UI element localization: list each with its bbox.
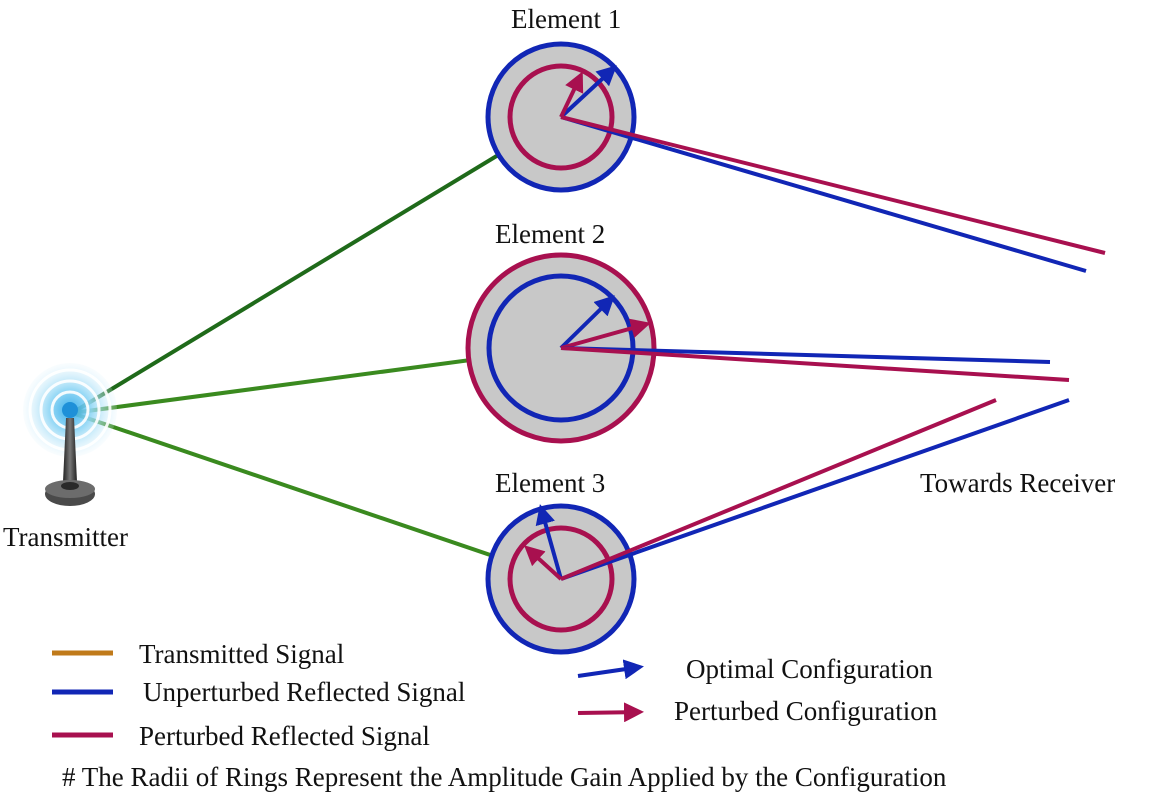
transmitter-label: Transmitter <box>3 522 128 552</box>
configuration-legend: Optimal Configuration Perturbed Configur… <box>577 654 938 726</box>
legend-perturbed-config-label: Perturbed Configuration <box>674 696 938 726</box>
element-1: Element 1 <box>485 4 1106 273</box>
element-2-unperturbed-reflection <box>560 346 1051 364</box>
element-3-perturbed-arrow <box>524 545 563 581</box>
tx-to-element-3 <box>71 411 562 581</box>
tx-to-element-1 <box>70 115 563 415</box>
footnote: # The Radii of Rings Represent the Ampli… <box>62 762 947 792</box>
element-2: Element 2 <box>465 219 1070 444</box>
element-2-perturbed-arrow <box>560 318 651 350</box>
element-3-optimal-arrow <box>535 504 563 580</box>
element-1-perturbed-arrow <box>559 71 584 118</box>
element-3-unperturbed-reflection <box>560 398 1070 581</box>
element-2-optimal-arrow <box>559 295 615 350</box>
element-2-perturbed-reflection <box>560 346 1070 382</box>
signal-legend: Transmitted Signal Unperturbed Reflected… <box>52 639 465 751</box>
antenna-tower-icon <box>23 363 117 506</box>
element-3-perturbed-reflection <box>560 398 997 581</box>
element-1-perturbed-reflection <box>560 115 1106 255</box>
element-1-optimal-arrow <box>559 65 617 119</box>
legend-unperturbed-label: Unperturbed Reflected Signal <box>143 677 465 707</box>
element-1-label: Element 1 <box>511 4 621 34</box>
element-3-label: Element 3 <box>495 468 605 498</box>
element-3-inner-ring <box>507 525 615 633</box>
receiver-label: Towards Receiver <box>920 468 1115 498</box>
legend-optimal-label: Optimal Configuration <box>686 654 933 684</box>
element-1-unperturbed-reflection <box>560 115 1087 273</box>
element-2-inner-ring <box>486 273 636 423</box>
element-2-label: Element 2 <box>495 219 605 249</box>
element-1-inner-ring <box>507 63 615 171</box>
element-3: Element 3 <box>485 398 1070 655</box>
legend-optimal-arrow <box>577 659 644 680</box>
legend-perturbed-arrow <box>577 702 644 723</box>
legend-transmitted-label: Transmitted Signal <box>139 639 344 669</box>
legend-perturbed-label: Perturbed Reflected Signal <box>139 721 430 751</box>
